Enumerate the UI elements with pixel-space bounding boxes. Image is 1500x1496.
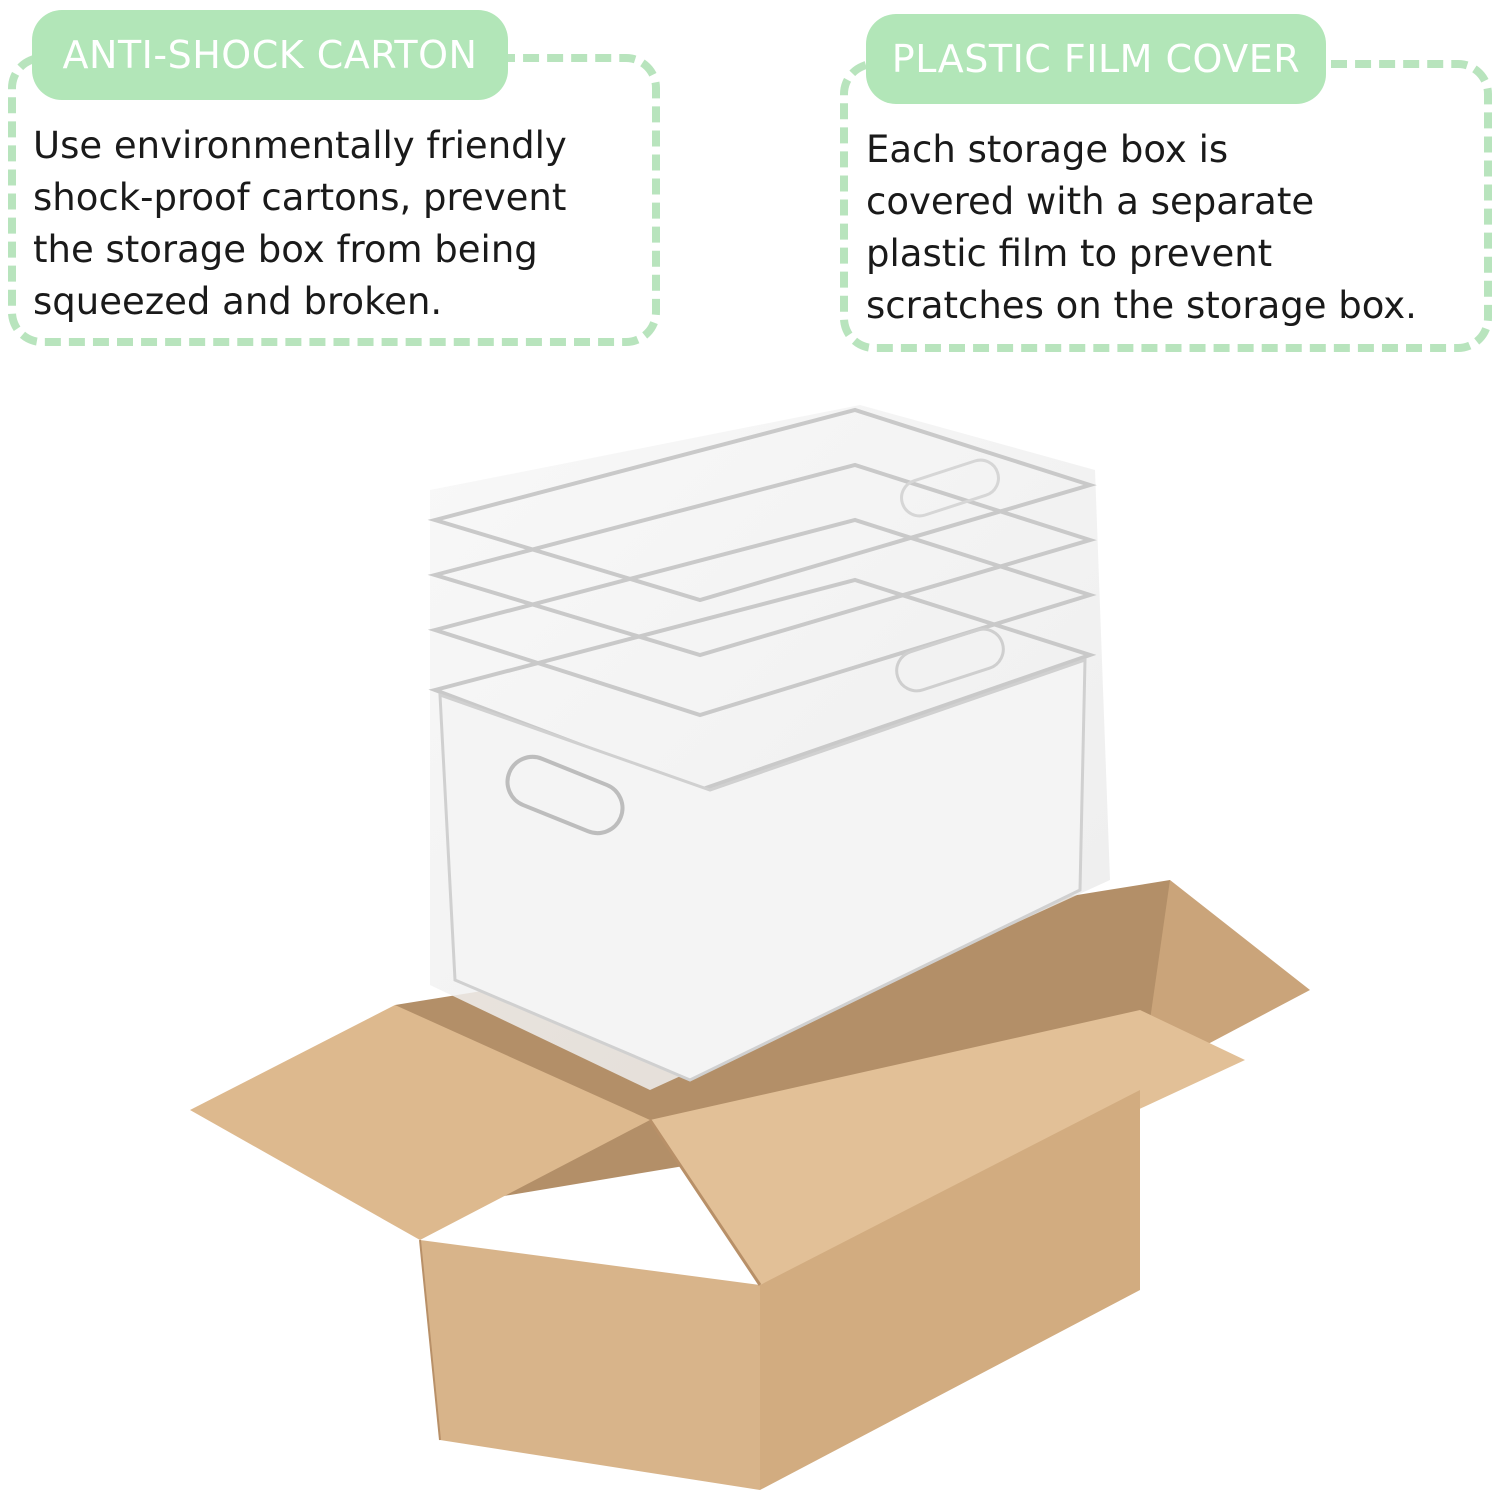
box-left-flap: [190, 1005, 650, 1240]
plastic-film-description: Each storage box is covered with a separ…: [866, 128, 1417, 327]
product-illustration: [190, 405, 1310, 1490]
box-side-wall: [760, 1090, 1140, 1490]
bin-handle-slot: [505, 754, 625, 836]
anti-shock-description: Use environmentally friendly shock-proof…: [33, 124, 567, 323]
box-front-flap: [650, 1010, 1245, 1285]
bin-handle-slot: [900, 458, 1000, 518]
box-front-wall: [420, 1240, 760, 1490]
plastic-film-title: PLASTIC FILM COVER: [866, 14, 1326, 104]
front-bin-body: [438, 657, 1087, 1082]
storage-bins: [427, 405, 1110, 1090]
bin-handle-slot: [895, 627, 1005, 693]
anti-shock-title: ANTI-SHOCK CARTON: [32, 10, 508, 100]
cardboard-box: [190, 405, 1310, 1490]
